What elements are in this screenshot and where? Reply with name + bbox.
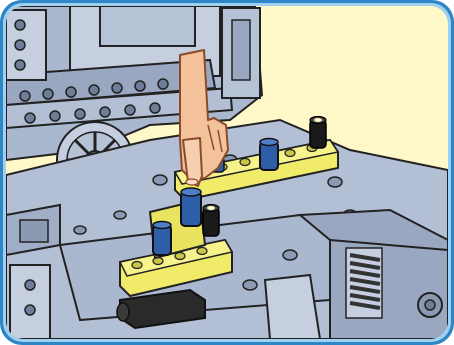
spring-icon (346, 248, 382, 318)
black-pin (310, 117, 326, 149)
blue-pin (153, 222, 171, 256)
black-pin (203, 205, 219, 237)
blue-pin (260, 139, 278, 171)
blue-pin (181, 188, 201, 226)
panel (6, 6, 448, 339)
